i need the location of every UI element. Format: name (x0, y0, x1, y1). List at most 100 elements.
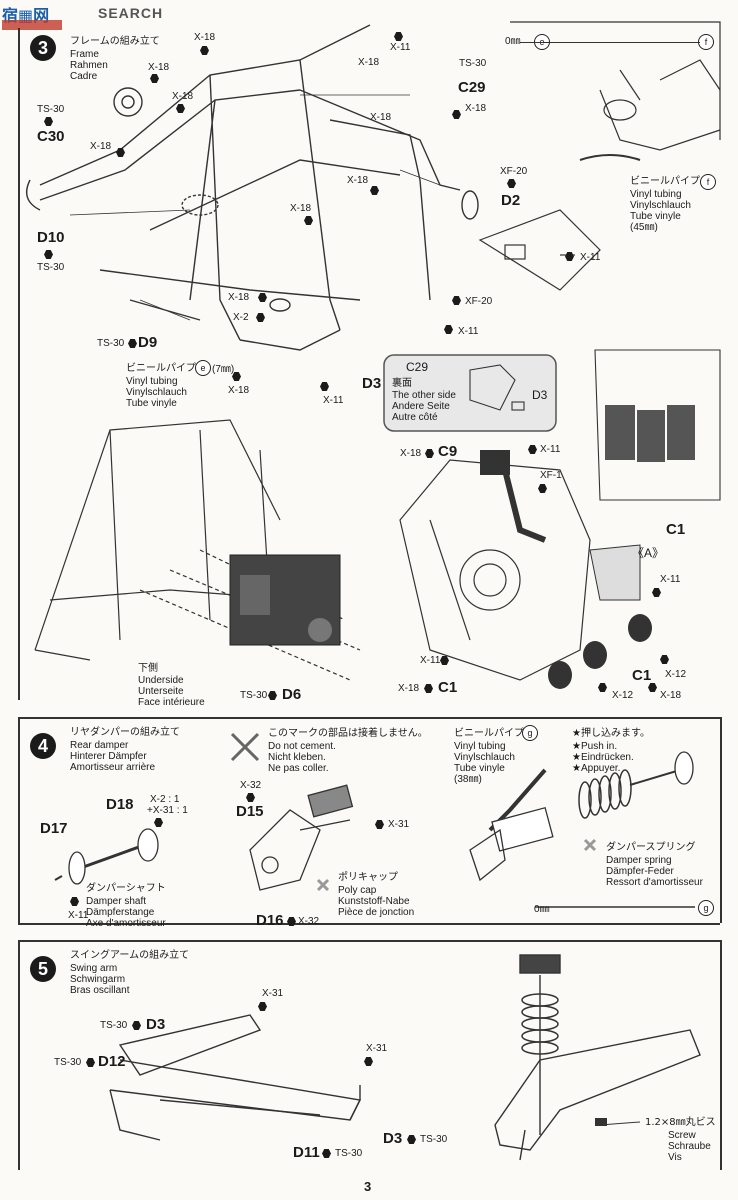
part-label: X-32 (240, 780, 262, 791)
vinyl-e-len: (7㎜) (212, 364, 235, 375)
step3-title-fr: Cadre (70, 71, 98, 82)
screw-icon (648, 683, 657, 692)
screw-icon (440, 656, 449, 665)
part-label: TS-30 (37, 262, 65, 273)
screw-icon (232, 372, 241, 381)
screw-icon (652, 588, 661, 597)
inset-fr: Autre côté (392, 412, 438, 423)
screw-icon (150, 74, 159, 83)
vinyl-f-len: (45㎜) (630, 222, 658, 233)
part-label: C1 (438, 679, 458, 696)
tube-g-marker: g (522, 725, 538, 741)
shaft-de: Dämpferstange (86, 907, 155, 918)
screw-icon (304, 216, 313, 225)
step4-scale-label: 0㎜ (534, 904, 550, 915)
step4-number: 4 (30, 733, 56, 759)
part-label: X-11 (660, 574, 681, 585)
part-label: TS-30 (37, 104, 65, 115)
step3-title-de: Rahmen (70, 60, 108, 71)
part-label: XF-20 (500, 166, 528, 177)
part-label: TS-30 (459, 58, 487, 69)
screw-icon (407, 1135, 416, 1144)
inset-en: The other side (392, 390, 456, 401)
part-label: X-18 (400, 448, 422, 459)
screw-fr: Vis (668, 1152, 682, 1163)
screw-icon (176, 104, 185, 113)
part-label: D15 (236, 803, 264, 820)
screw-icon (370, 186, 379, 195)
screw-icon (70, 897, 79, 906)
vinyl-f-fr: Tube vinyle (630, 211, 681, 222)
part-label: X-31 (388, 819, 410, 830)
vinyl-g-de: Vinylschlauch (454, 752, 515, 763)
step3-left-border (18, 28, 20, 700)
watermark-logo: 宿▦网 (2, 2, 72, 32)
tube-f-marker: f (698, 34, 714, 50)
part-label: X-11 (323, 395, 344, 406)
step4-title-jp: リヤダンパーの組み立て (70, 727, 180, 738)
part-label: TS-30 (54, 1057, 82, 1068)
screw-icon (538, 484, 547, 493)
part-label: X-11 (540, 444, 561, 455)
part-label: X-31 (262, 988, 284, 999)
scale-bar (520, 42, 700, 43)
screw-icon (268, 691, 277, 700)
screw-icon (132, 1021, 141, 1030)
step3-scale-label: 0㎜ (505, 36, 521, 47)
part-label: X-18 (347, 175, 369, 186)
screw-icon (258, 1002, 267, 1011)
step5-left-border (18, 940, 20, 1170)
part-label: X-31 (366, 1043, 388, 1054)
vinyl-e-en: Vinyl tubing (126, 376, 178, 387)
polycap-fr: Pièce de jonction (338, 907, 415, 918)
cement-en: Do not cement. (268, 741, 336, 752)
screw-icon (256, 313, 265, 322)
part-label: C1 (632, 667, 652, 684)
inset-jp: 裏面 (392, 378, 412, 389)
part-label: D10 (37, 229, 65, 246)
part-label: X-2 : 1 (150, 794, 180, 805)
vinyl-e-fr: Tube vinyle (126, 398, 177, 409)
step3-title-jp: フレームの組み立て (70, 36, 160, 47)
part-label: X-18 (465, 103, 487, 114)
part-label: XF-1 (540, 470, 562, 481)
push-de: ★Eindrücken. (572, 752, 634, 763)
part-label: TS-30 (420, 1134, 448, 1145)
part-label: X-11 (390, 42, 411, 53)
part-label: +X-31 : 1 (147, 805, 188, 816)
screw-icon (565, 252, 574, 261)
cement-de: Nicht kleben. (268, 752, 326, 763)
tube-e-marker-2: e (195, 360, 211, 376)
vinyl-e-jp: ビニールパイプ (126, 363, 196, 374)
tube-f-marker-2: f (700, 174, 716, 190)
screw-icon (154, 818, 163, 827)
spring-de: Dämpfer-Feder (606, 866, 674, 877)
screw-icon (322, 1149, 331, 1158)
screw-en: Screw (668, 1130, 696, 1141)
part-label: X-18 (148, 62, 170, 73)
page-number: 3 (364, 1179, 372, 1194)
vinyl-f-de: Vinylschlauch (630, 200, 691, 211)
part-label: C1 (666, 521, 686, 538)
screw-de: Schraube (668, 1141, 711, 1152)
part-label: D11 (293, 1144, 320, 1161)
part-label: XF-20 (465, 296, 493, 307)
part-label: D3 (146, 1016, 166, 1033)
screw-icon (528, 445, 537, 454)
step5-title-fr: Bras oscillant (70, 985, 130, 996)
part-label: C29 (458, 79, 486, 96)
screw-icon (598, 683, 607, 692)
part-label: X-11 (68, 910, 89, 921)
underside-fr: Face intérieure (138, 697, 205, 708)
spring-jp: ダンパースプリング (606, 842, 696, 853)
step4-right-border (720, 717, 722, 923)
tube-g-marker-2: g (698, 900, 714, 916)
part-label: X-12 (665, 669, 687, 680)
part-label: D9 (138, 334, 158, 351)
part-label: D12 (98, 1053, 126, 1070)
step4-top-border (18, 717, 720, 719)
screw-icon (424, 684, 433, 693)
part-label: X-18 (358, 57, 380, 68)
step4-left-border (18, 717, 20, 923)
part-label: TS-30 (97, 338, 125, 349)
